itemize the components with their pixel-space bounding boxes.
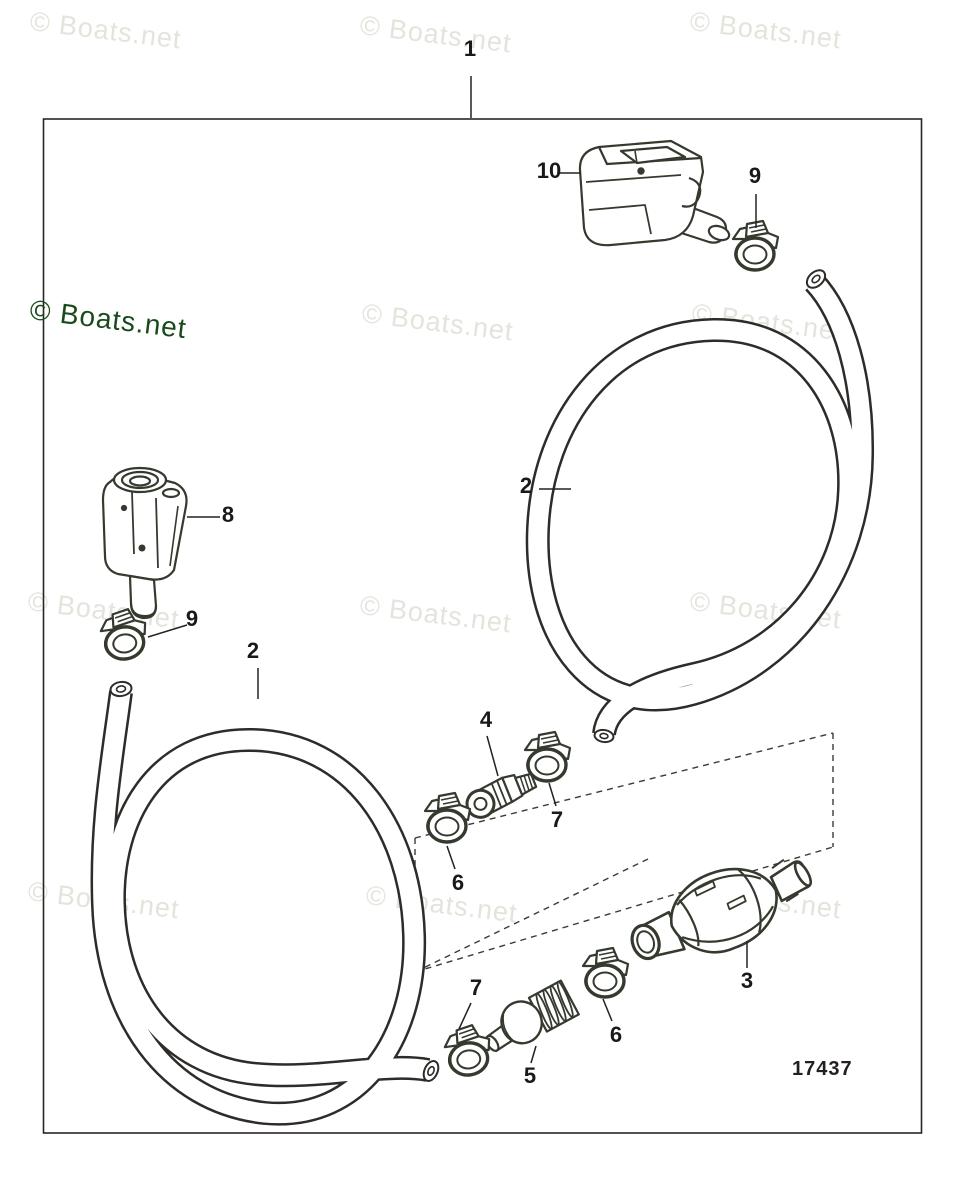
callout-7-middle: 7 [550, 807, 564, 832]
figure-number: 17437 [792, 1058, 853, 1080]
clamp-upper-right-drawing [731, 219, 780, 272]
primer-bulb-drawing [630, 858, 813, 961]
clamp-lower-left-drawing [440, 1021, 496, 1080]
callout-3: 3 [740, 968, 754, 993]
callout-1: 1 [463, 36, 477, 61]
clamp-middle-drawing [523, 730, 572, 783]
engine-connector-drawing [578, 139, 731, 247]
callout-5: 5 [523, 1063, 537, 1088]
dashed-installation-outline [414, 732, 834, 973]
tank-connector-drawing [101, 466, 188, 620]
callout-7-lower: 7 [469, 975, 483, 1000]
clamp-lower-drawing [581, 946, 630, 999]
callout-2-lower: 2 [246, 638, 260, 663]
callout-9-left: 9 [185, 606, 199, 631]
callout-6-middle: 6 [451, 870, 465, 895]
assembly-border [42, 118, 923, 1134]
fuel-hose-lower-drawing [90, 680, 440, 1126]
callout-6-lower: 6 [609, 1022, 623, 1047]
callout-leader-lines [147, 76, 757, 1064]
connector-fitting-drawing [485, 979, 580, 1052]
callout-10: 10 [536, 158, 562, 183]
fitting-drawing [465, 772, 538, 819]
fuel-hose-upper-drawing [525, 269, 875, 744]
callout-4: 4 [479, 707, 493, 732]
clamp-middle-left-drawing [423, 791, 472, 844]
callout-2-upper: 2 [519, 473, 533, 498]
callout-8: 8 [221, 502, 235, 527]
callout-9-upper: 9 [748, 163, 762, 188]
